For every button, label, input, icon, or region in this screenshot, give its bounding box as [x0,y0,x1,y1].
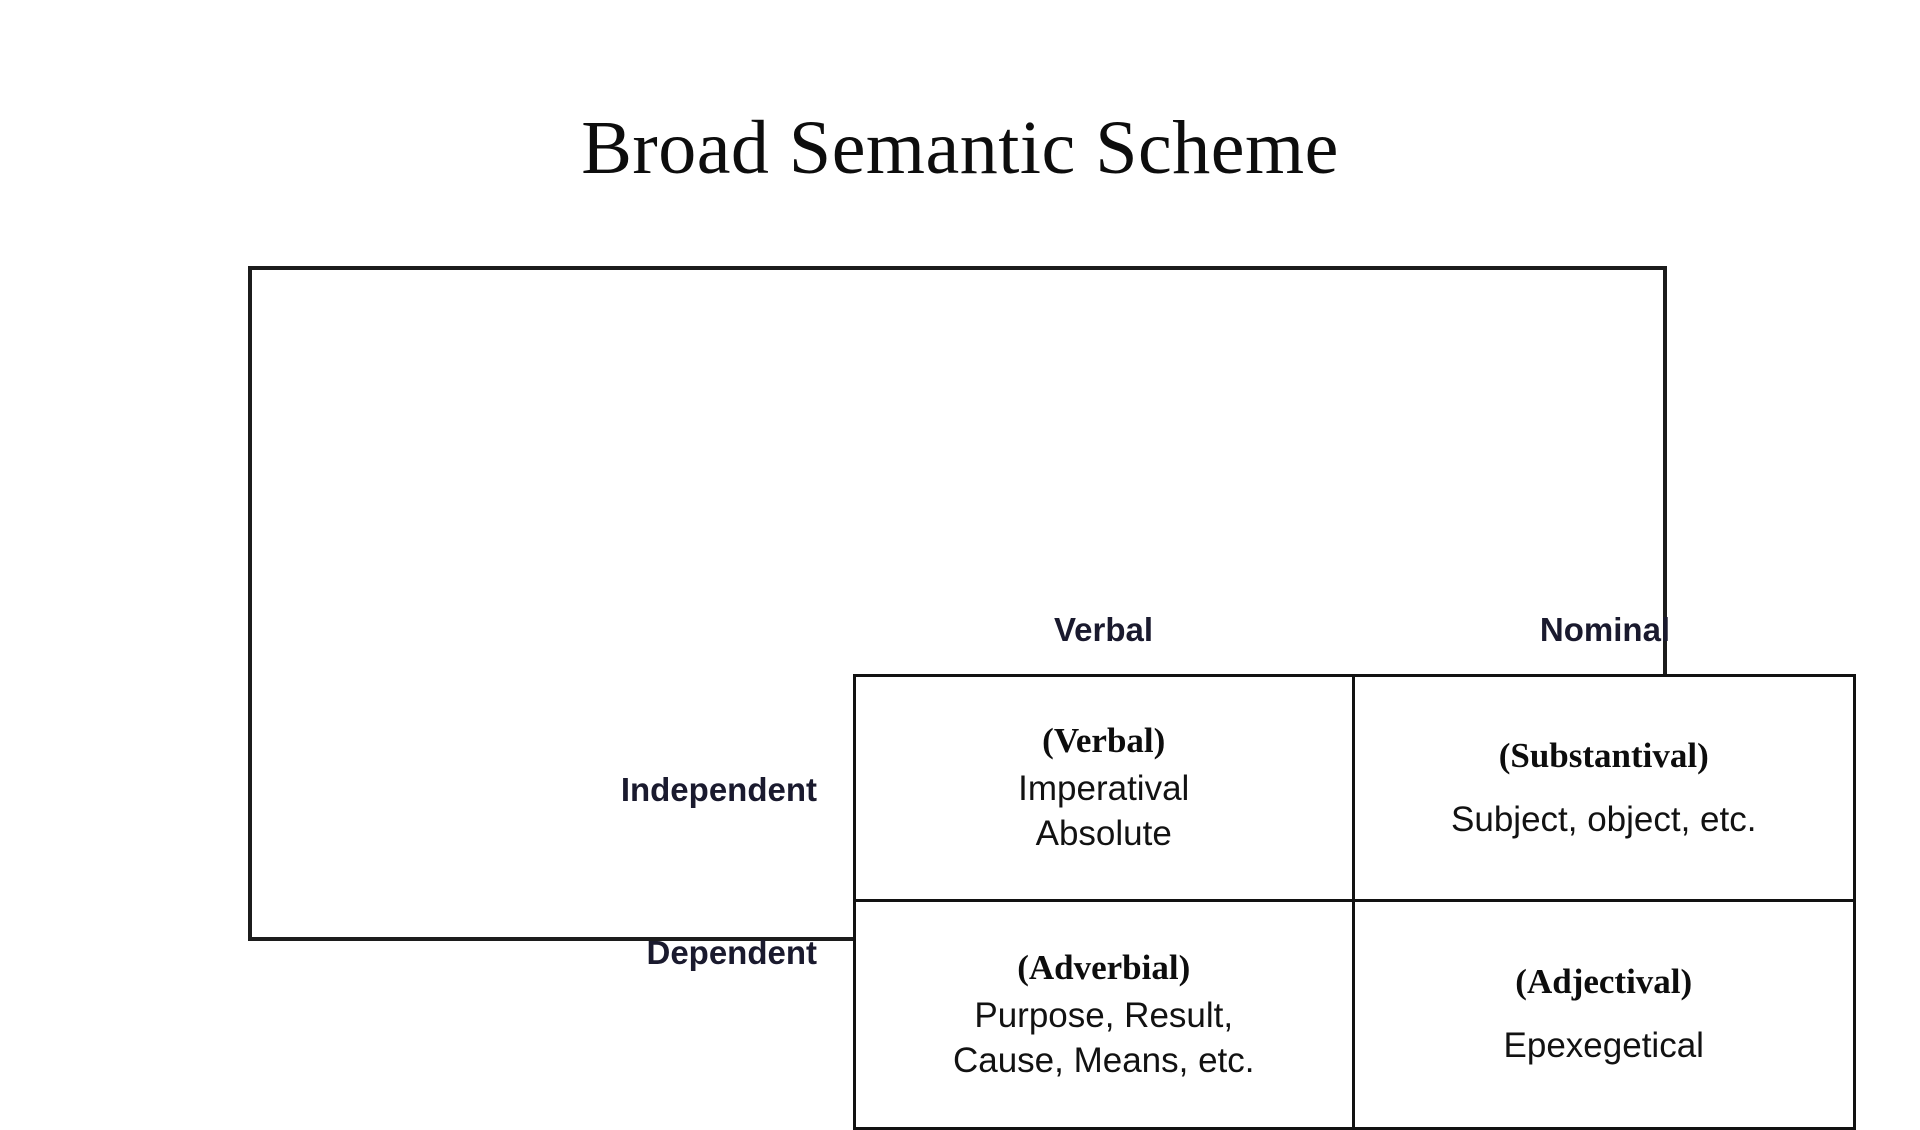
row-header-dependent: Dependent [646,934,817,971]
cell-line: Absolute [1035,814,1172,853]
semantic-matrix-grid: (Verbal) Imperatival Absolute (Substanti… [853,674,1856,1130]
cell-independent-verbal: (Verbal) Imperatival Absolute [856,677,1355,902]
cell-independent-nominal: (Substantival) Subject, object, etc. [1354,677,1853,902]
cell-body: Purpose, Result, Cause, Means, etc. [953,993,1255,1083]
cell-title: (Adverbial) [1017,947,1191,987]
cell-title: (Verbal) [1042,721,1166,760]
cell-line: Cause, Means, etc. [952,1040,1255,1080]
cell-line: Subject, object, etc. [1451,799,1757,839]
column-header-verbal: Verbal [1053,611,1154,648]
cell-title: (Adjectival) [1515,962,1693,1001]
cell-line: Epexegetical [1503,1026,1704,1065]
page-title: Broad Semantic Scheme [581,106,1339,190]
cell-body: Epexegetical [1504,1023,1704,1068]
cell-title: (Substantival) [1498,735,1709,775]
cell-dependent-nominal: (Adjectival) Epexegetical [1354,902,1853,1127]
cell-dependent-verbal: (Adverbial) Purpose, Result, Cause, Mean… [856,902,1355,1127]
row-header-independent: Independent [620,771,817,808]
cell-body: Imperatival Absolute [1018,766,1189,856]
cell-line: Purpose, Result, [974,995,1234,1035]
slide-canvas: Broad Semantic Scheme Verbal Nominal Ind… [248,106,1856,1130]
diagram-outer-frame: Verbal Nominal Independent Dependent (Ve… [248,266,1856,1130]
column-header-nominal: Nominal [1539,611,1671,648]
cell-line: Imperatival [1018,769,1190,808]
cell-body: Subject, object, etc. [1451,797,1756,842]
